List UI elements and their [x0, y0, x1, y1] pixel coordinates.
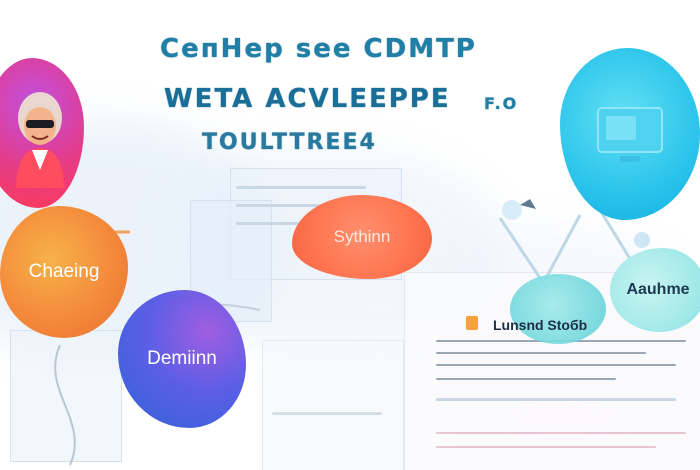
panel-line [236, 222, 346, 225]
avatar-icon [16, 92, 64, 188]
avatar-blob [0, 58, 84, 208]
panel-line [272, 412, 382, 415]
document-line [436, 446, 656, 448]
aqua-blob-label: Aauhme [626, 281, 690, 298]
document-icon [466, 316, 478, 330]
blue-blob: Demiinn [118, 290, 246, 428]
document-heading: Lunsnd Stoбb [493, 317, 588, 333]
salmon-blob-label: Sythinn [333, 227, 391, 246]
panel-line [236, 204, 326, 207]
document-line [436, 398, 676, 401]
salmon-blob: Sythinn [292, 195, 432, 279]
document-line [436, 378, 616, 380]
cyan-blob [560, 48, 700, 220]
document-line [436, 364, 676, 366]
aqua-blob: Aauhme [610, 248, 700, 332]
headline-line-1: CeпHep see CDMTP [160, 34, 477, 64]
orange-blob-label: Chaeing [28, 261, 100, 282]
background-panel-bottom-center [262, 340, 404, 470]
background-panel-left [10, 330, 122, 462]
document-line [436, 352, 646, 354]
headline-line-2-suffix: F.O [484, 94, 519, 113]
headline-line-3: TOULTTREE4 [202, 130, 377, 155]
headline-line-2: WETA ACVLEEPPE [164, 84, 451, 114]
teal-blob [510, 274, 606, 344]
screen-icon [597, 107, 663, 162]
panel-line [236, 186, 366, 189]
document-line [436, 432, 686, 434]
blue-blob-label: Demiinn [147, 348, 217, 369]
orange-blob: Chaeing [0, 206, 128, 338]
